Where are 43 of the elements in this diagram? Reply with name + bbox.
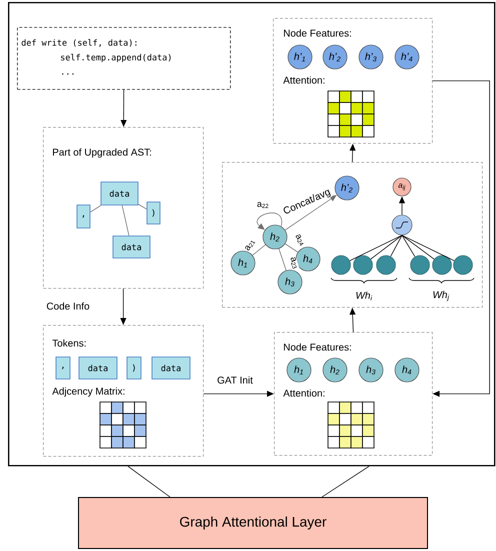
connector-line [252, 244, 266, 256]
connector-line [349, 234, 402, 262]
edge-label: Code Info [46, 302, 90, 310]
connector-line [122, 205, 130, 236]
token-box: data [100, 182, 138, 206]
outer-frame [8, 2, 496, 466]
token-box: ) [126, 356, 142, 380]
connector-line [402, 234, 434, 260]
token-box: data [78, 356, 118, 380]
panel [222, 162, 483, 308]
activation-circle [392, 214, 412, 236]
connector-line [278, 248, 286, 271]
token-box: ) [146, 202, 160, 224]
loop-arrow [256, 212, 282, 230]
code-box: def write (self, data): self.temp.append(data) ... [17, 27, 231, 90]
connector-line [402, 234, 416, 257]
neuron-circle [331, 255, 351, 275]
edge-label: a$_{22}$ [256, 202, 270, 208]
weight-label: Wh$_{j}$ [433, 290, 450, 302]
connector-line [390, 234, 402, 257]
edge-label: a$_{24}$ [294, 232, 306, 248]
edge-label: a$_{21}$ [244, 238, 256, 252]
edge-label: a$_{23}$ [288, 256, 300, 270]
connector-line [370, 234, 402, 260]
connector-line [90, 205, 102, 212]
zoom-line [322, 466, 370, 498]
connector-line [284, 243, 298, 253]
weight-label: Wh$_{i}$ [356, 292, 372, 300]
zoom-line [128, 466, 170, 498]
token-box: data [152, 356, 190, 380]
neuron-circle [453, 255, 473, 275]
token-box: data [112, 236, 150, 258]
neuron-circle [353, 255, 373, 275]
neuron-circle [432, 255, 452, 275]
layer-box: Graph Attentional Layer [78, 497, 428, 549]
edge-label: GAT Init [216, 376, 254, 384]
connector-line [402, 234, 455, 262]
connector-line [138, 204, 147, 210]
token-box: , [76, 204, 90, 228]
neuron-circle [376, 255, 396, 275]
arrow [432, 80, 490, 397]
token-box: , [56, 356, 70, 380]
neuron-circle [410, 255, 430, 275]
